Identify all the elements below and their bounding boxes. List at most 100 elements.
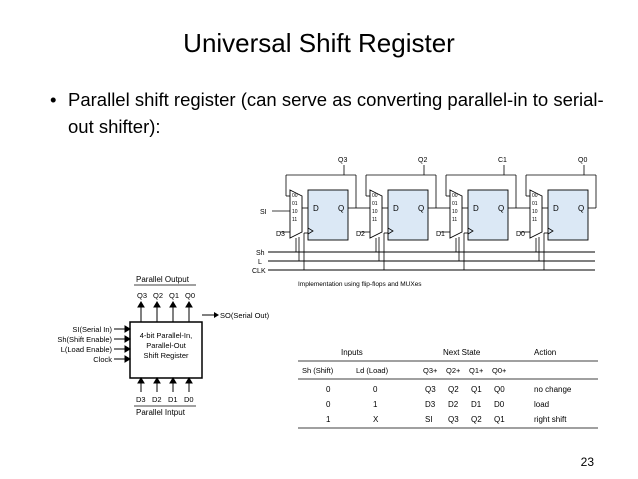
svg-text:Q3: Q3 [425,385,436,394]
svg-text:Sh(Shift Enable): Sh(Shift Enable) [57,335,112,344]
svg-text:0: 0 [326,400,331,409]
svg-text:D2: D2 [448,400,459,409]
flip-flop-box [307,189,349,241]
svg-text:D1: D1 [471,400,482,409]
svg-text:D3: D3 [425,400,436,409]
d-label-0: D0 [516,231,525,238]
svg-text:00: 00 [532,193,538,199]
register-cell-2 [360,165,452,270]
svg-text:Shift Register: Shift Register [143,351,189,360]
svg-text:11: 11 [292,217,297,223]
svg-text:11: 11 [532,217,537,223]
svg-text:Q: Q [578,204,584,213]
mux-input-labels-2: 00 01 10 11 [372,193,378,223]
svg-text:Q3+: Q3+ [423,366,438,375]
svg-text:0: 0 [326,385,331,394]
l-label: L [258,259,262,266]
svg-text:10: 10 [532,209,538,215]
svg-text:load: load [534,400,549,409]
mux-shape [369,189,383,239]
d-label-1: D1 [436,231,445,238]
svg-text:Q0: Q0 [494,385,505,394]
bullet-dot: • [50,89,57,110]
table-sub-headers: Sh (Shift) Ld (Load) Q3+ Q2+ Q1+ Q0+ [302,366,507,375]
svg-text:11: 11 [452,217,457,223]
svg-text:D: D [393,204,399,213]
header-action: Action [534,348,556,357]
header-inputs: Inputs [341,348,363,357]
svg-text:11: 11 [372,217,377,223]
d-label-2: D2 [356,231,365,238]
svg-text:4-bit Parallel-In,: 4-bit Parallel-In, [140,331,193,340]
svg-text:Q1: Q1 [494,415,505,424]
output-label-q3: Q3 [338,157,347,164]
svg-text:SI: SI [425,415,433,424]
register-block-text: 4-bit Parallel-In, Parallel-Out Shift Re… [140,331,193,360]
register-cell-0 [520,165,597,270]
circuit-caption: Implementation using flip-flops and MUXe… [298,281,422,288]
flip-flop-box [387,189,429,241]
svg-text:01: 01 [372,201,378,207]
svg-text:Q: Q [338,204,344,213]
parallel-output-label: Parallel Output [136,275,190,284]
svg-text:D3: D3 [136,395,146,404]
svg-text:00: 00 [292,193,298,199]
output-label-c1: C1 [498,157,507,164]
svg-text:D: D [313,204,319,213]
parallel-input-arrows [137,377,193,392]
svg-text:Parallel-Out: Parallel-Out [146,341,187,350]
svg-text:01: 01 [532,201,538,207]
d-label-3: D3 [276,231,285,238]
flip-flop-box [467,189,509,241]
sh-label: Sh [256,250,265,257]
svg-text:X: X [373,415,379,424]
svg-text:1: 1 [326,415,331,424]
svg-text:Q3: Q3 [448,415,459,424]
svg-text:Q2: Q2 [471,415,482,424]
svg-text:D: D [553,204,559,213]
si-label: SI [260,209,267,216]
output-arrows [137,301,193,322]
output-label-q0: Q0 [578,157,587,164]
svg-text:D: D [473,204,479,213]
svg-text:Q3: Q3 [137,291,147,300]
slide-title: Universal Shift Register [183,28,455,58]
svg-text:D0: D0 [184,395,194,404]
table-row: 0 0 Q3 Q2 Q1 Q0 no change [326,385,572,394]
svg-text:0: 0 [373,385,378,394]
svg-text:10: 10 [292,209,298,215]
svg-text:SI(Serial In): SI(Serial In) [72,325,112,334]
svg-text:1: 1 [373,400,378,409]
flip-flop-box [547,189,589,241]
svg-text:D0: D0 [494,400,505,409]
parallel-input-label: Parallel Intput [136,408,186,417]
so-label: SO(Serial Out) [220,311,270,320]
svg-text:Q0+: Q0+ [492,366,507,375]
header-next-state: Next State [443,348,481,357]
svg-text:Q0: Q0 [185,291,195,300]
svg-text:Sh (Shift): Sh (Shift) [302,366,334,375]
register-block [129,321,203,379]
table-row: 1 X SI Q3 Q2 Q1 right shift [326,415,567,424]
svg-text:right shift: right shift [534,415,567,424]
svg-text:Q1: Q1 [169,291,179,300]
svg-text:Q1: Q1 [471,385,482,394]
register-cell-3 [280,165,372,270]
table-row: 0 1 D3 D2 D1 D0 load [326,400,549,409]
state-table: Inputs Next State Action Sh (Shift) Ld (… [298,348,598,429]
svg-text:Q2+: Q2+ [446,366,461,375]
svg-text:10: 10 [452,209,458,215]
svg-text:Q2: Q2 [448,385,459,394]
svg-text:Q1+: Q1+ [469,366,484,375]
svg-text:Q: Q [418,204,424,213]
svg-text:D2: D2 [152,395,162,404]
control-input-labels: SI(Serial In) Sh(Shift Enable) L(Load En… [57,325,112,364]
svg-text:Clock: Clock [93,355,112,364]
q-output-labels: Q3 Q2 Q1 Q0 [137,291,195,300]
d-input-labels: D3 D2 D1 D0 [136,395,194,404]
svg-text:Q: Q [498,204,504,213]
mux-shape [449,189,463,239]
clk-label: CLK [252,268,266,275]
mux-shape [529,189,543,239]
